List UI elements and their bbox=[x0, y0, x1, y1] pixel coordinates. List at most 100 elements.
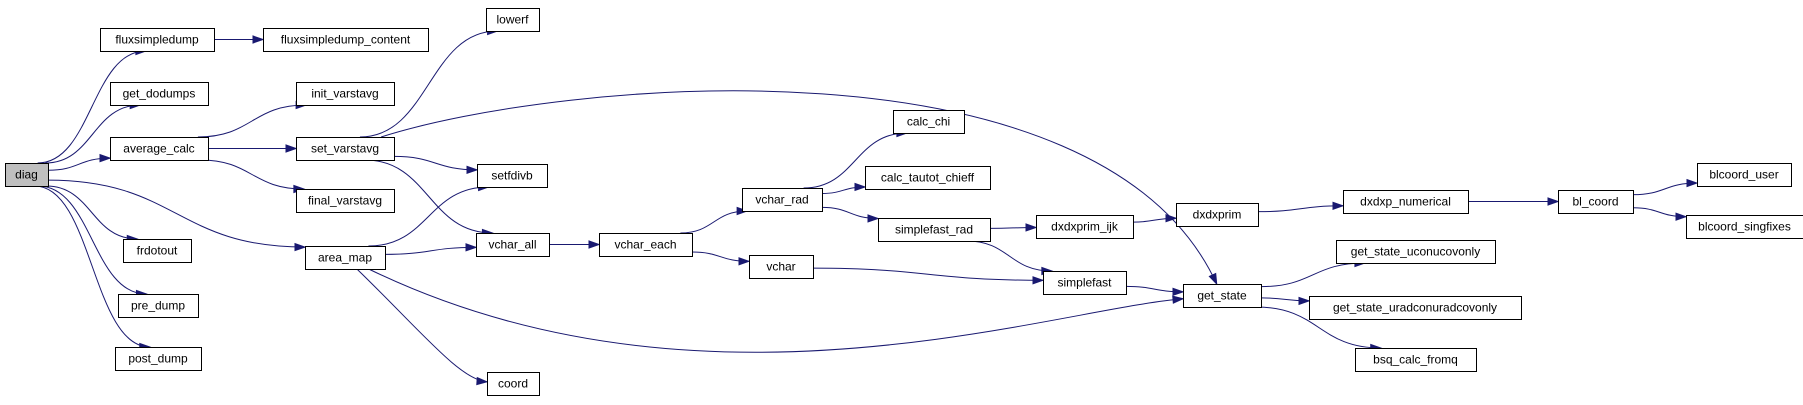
node-post_dump[interactable]: post_dump bbox=[115, 347, 202, 371]
node-get_state[interactable]: get_state bbox=[1183, 284, 1262, 308]
node-box-area_map[interactable] bbox=[305, 246, 386, 270]
arrowhead-vchar_rad-to-simplefast_rad bbox=[867, 214, 880, 223]
edge-average_calc-to-final_varstavg bbox=[200, 159, 304, 190]
node-box-frdotout[interactable] bbox=[123, 239, 192, 263]
node-get_state_uradconuradcovonly[interactable]: get_state_uradconuradcovonly bbox=[1309, 296, 1522, 320]
edge-get_state-to-bsq_calc_fromq bbox=[1256, 306, 1381, 349]
edge-area_map-to-coord bbox=[356, 268, 488, 383]
node-final_varstavg[interactable]: final_varstavg bbox=[296, 189, 395, 213]
edge-diag-to-post_dump bbox=[34, 185, 150, 348]
node-bl_coord[interactable]: bl_coord bbox=[1558, 190, 1634, 214]
node-box-init_varstavg[interactable] bbox=[296, 82, 395, 106]
node-simplefast[interactable]: simplefast bbox=[1043, 271, 1127, 295]
edge-area_map-to-get_state bbox=[368, 268, 1184, 353]
node-area_map[interactable]: area_map bbox=[305, 246, 386, 270]
node-bsq_calc_fromq[interactable]: bsq_calc_fromq bbox=[1355, 348, 1477, 372]
node-box-setfdivb[interactable] bbox=[477, 164, 548, 188]
node-average_calc[interactable]: average_calc bbox=[110, 137, 209, 161]
node-label-final_varstavg: final_varstavg bbox=[308, 194, 382, 208]
node-box-blcoord_singfixes[interactable] bbox=[1686, 215, 1803, 239]
node-dxdxp_numerical[interactable]: dxdxp_numerical bbox=[1343, 190, 1469, 214]
edge-dxdxprim-to-dxdxp_numerical bbox=[1257, 205, 1344, 213]
node-box-dxdxprim_ijk[interactable] bbox=[1036, 215, 1134, 239]
arrowhead-set_varstavg-to-get_state bbox=[1208, 272, 1218, 286]
node-fluxsimpledump_content[interactable]: fluxsimpledump_content bbox=[263, 28, 429, 52]
node-box-calc_tautot_chieff[interactable] bbox=[865, 166, 991, 190]
arrowhead-vchar-to-simplefast bbox=[1032, 276, 1045, 285]
node-set_varstavg[interactable]: set_varstavg bbox=[296, 137, 395, 161]
node-dxdxprim[interactable]: dxdxprim bbox=[1176, 203, 1259, 227]
node-init_varstavg[interactable]: init_varstavg bbox=[296, 82, 395, 106]
node-label-frdotout: frdotout bbox=[137, 244, 178, 258]
edge-vchar-to-simplefast bbox=[812, 267, 1044, 281]
node-vchar[interactable]: vchar bbox=[749, 255, 814, 279]
node-label-vchar_each: vchar_each bbox=[614, 238, 676, 252]
node-box-diag[interactable] bbox=[5, 163, 49, 187]
node-vchar_rad[interactable]: vchar_rad bbox=[742, 188, 823, 212]
node-box-coord[interactable] bbox=[487, 372, 540, 396]
node-vchar_each[interactable]: vchar_each bbox=[599, 233, 693, 257]
node-box-get_state_uconucovonly[interactable] bbox=[1336, 240, 1496, 264]
node-label-bsq_calc_fromq: bsq_calc_fromq bbox=[1373, 353, 1458, 367]
node-box-fluxsimpledump_content[interactable] bbox=[263, 28, 429, 52]
node-lowerf[interactable]: lowerf bbox=[486, 8, 540, 32]
node-coord[interactable]: coord bbox=[487, 372, 540, 396]
node-box-final_varstavg[interactable] bbox=[296, 189, 395, 213]
arrowhead-set_varstavg-to-setfdivb bbox=[466, 165, 479, 175]
node-box-calc_chi[interactable] bbox=[893, 110, 965, 134]
node-box-post_dump[interactable] bbox=[115, 347, 202, 371]
node-box-lowerf[interactable] bbox=[486, 8, 540, 32]
edge-set_varstavg-to-vchar_all bbox=[365, 159, 493, 234]
arrowhead-simplefast-to-get_state bbox=[1172, 287, 1185, 297]
node-box-simplefast_rad[interactable] bbox=[878, 218, 991, 242]
node-box-get_state_uradconuradcovonly[interactable] bbox=[1309, 296, 1522, 320]
node-label-get_state: get_state bbox=[1197, 289, 1247, 303]
node-box-set_varstavg[interactable] bbox=[296, 137, 395, 161]
node-vchar_all[interactable]: vchar_all bbox=[476, 233, 550, 257]
node-pre_dump[interactable]: pre_dump bbox=[118, 294, 199, 318]
node-box-vchar_each[interactable] bbox=[599, 233, 693, 257]
node-fluxsimpledump[interactable]: fluxsimpledump bbox=[100, 28, 215, 52]
node-calc_tautot_chieff[interactable]: calc_tautot_chieff bbox=[865, 166, 991, 190]
node-dxdxprim_ijk[interactable]: dxdxprim_ijk bbox=[1036, 215, 1134, 239]
node-calc_chi[interactable]: calc_chi bbox=[893, 110, 965, 134]
node-get_dodumps[interactable]: get_dodumps bbox=[110, 82, 209, 106]
node-label-get_state_uconucovonly: get_state_uconucovonly bbox=[1351, 245, 1480, 259]
node-label-simplefast: simplefast bbox=[1057, 276, 1112, 290]
node-blcoord_singfixes[interactable]: blcoord_singfixes bbox=[1686, 215, 1803, 239]
node-label-coord: coord bbox=[498, 377, 528, 391]
node-setfdivb[interactable]: setfdivb bbox=[477, 164, 548, 188]
edge-vchar_rad-to-calc_chi bbox=[803, 132, 907, 189]
arrowhead-diag-to-area_map bbox=[294, 242, 307, 252]
edge-set_varstavg-to-setfdivb bbox=[393, 155, 478, 171]
node-box-bsq_calc_fromq[interactable] bbox=[1355, 348, 1477, 372]
node-label-lowerf: lowerf bbox=[496, 13, 529, 27]
node-frdotout[interactable]: frdotout bbox=[123, 239, 192, 263]
edge-diag-to-get_dodumps bbox=[45, 104, 141, 164]
node-box-dxdxprim[interactable] bbox=[1176, 203, 1259, 227]
node-box-fluxsimpledump[interactable] bbox=[100, 28, 215, 52]
node-label-dxdxprim_ijk: dxdxprim_ijk bbox=[1051, 220, 1119, 234]
node-box-vchar_rad[interactable] bbox=[742, 188, 823, 212]
node-box-blcoord_user[interactable] bbox=[1697, 163, 1792, 187]
node-blcoord_user[interactable]: blcoord_user bbox=[1697, 163, 1792, 187]
arrowhead-bl_coord-to-blcoord_singfixes bbox=[1675, 212, 1688, 221]
node-box-pre_dump[interactable] bbox=[118, 294, 199, 318]
node-simplefast_rad[interactable]: simplefast_rad bbox=[878, 218, 991, 242]
node-box-bl_coord[interactable] bbox=[1558, 190, 1634, 214]
arrowhead-diag-to-average_calc bbox=[99, 153, 112, 163]
node-box-vchar_all[interactable] bbox=[476, 233, 550, 257]
edge-diag-to-fluxsimpledump bbox=[37, 50, 146, 164]
node-box-average_calc[interactable] bbox=[110, 137, 209, 161]
node-label-area_map: area_map bbox=[318, 251, 372, 265]
node-diag[interactable]: diag bbox=[5, 163, 49, 187]
node-box-dxdxp_numerical[interactable] bbox=[1343, 190, 1469, 214]
edge-area_map-to-vchar_all bbox=[384, 246, 477, 255]
edge-set_varstavg-to-get_state bbox=[380, 90, 1218, 285]
node-box-get_state[interactable] bbox=[1183, 284, 1262, 308]
node-get_state_uconucovonly[interactable]: get_state_uconucovonly bbox=[1336, 240, 1496, 264]
node-label-post_dump: post_dump bbox=[128, 352, 188, 366]
node-box-vchar[interactable] bbox=[749, 255, 814, 279]
node-box-simplefast[interactable] bbox=[1043, 271, 1127, 295]
node-box-get_dodumps[interactable] bbox=[110, 82, 209, 106]
